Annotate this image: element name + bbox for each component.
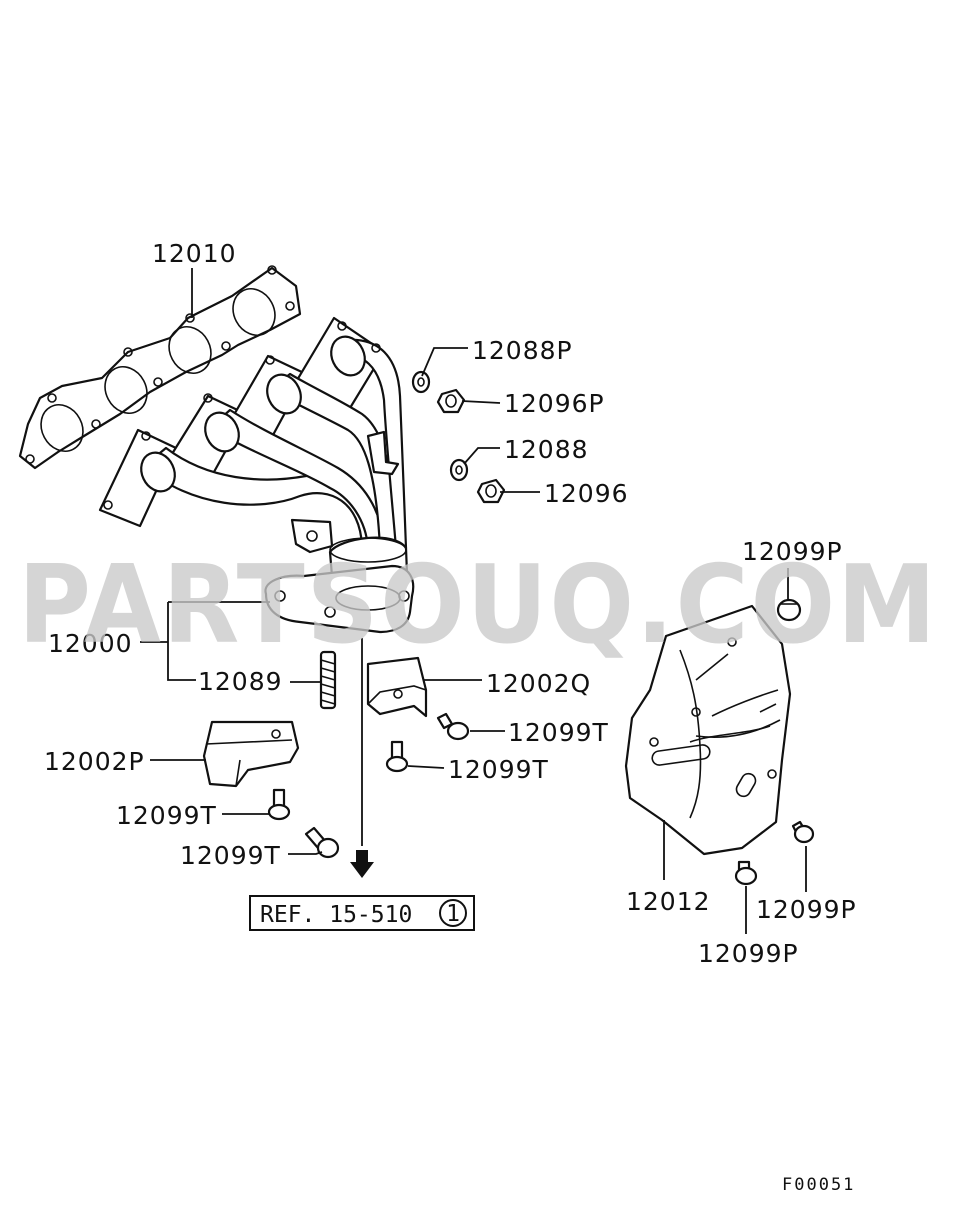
label-12012[interactable]: 12012 [626,887,711,916]
watermark: PARTSOUQ.COM [18,543,938,668]
label-12000[interactable]: 12000 [48,629,133,658]
reference-circle-number: 1 [446,901,460,927]
leader-lines [140,268,807,934]
bolt-12099t-c[interactable] [267,788,291,821]
label-12088p[interactable]: 12088P [472,336,573,365]
label-12010[interactable]: 12010 [152,239,237,268]
reference-text: REF. 15-510 [260,902,412,928]
bolt-12099p-top[interactable] [776,598,802,622]
label-12096[interactable]: 12096 [544,479,629,508]
bolt-12099t-b[interactable] [385,740,409,773]
label-12099t-3[interactable]: 12099T [116,801,217,830]
label-12002p[interactable]: 12002P [44,747,145,776]
stud-bolt[interactable] [319,650,337,710]
label-12099p-bottom[interactable]: 12099P [698,939,799,968]
washer-nut-12096[interactable] [476,478,506,504]
exhaust-manifold-assembly[interactable] [98,316,415,634]
nut-12088[interactable] [449,458,469,482]
label-12002q[interactable]: 12002Q [486,669,591,698]
label-12099p-right[interactable]: 12099P [756,895,857,924]
lower-cover-p[interactable] [202,720,300,788]
label-12099p-top[interactable]: 12099P [742,537,843,566]
nut-12088p[interactable] [411,370,431,394]
bolt-12099p-right[interactable] [791,820,815,844]
bolt-12099p-bottom[interactable] [734,860,758,886]
label-12099t-4[interactable]: 12099T [180,841,281,870]
bolt-12099t-d[interactable] [304,826,340,859]
arrow-down-icon [350,850,374,878]
figure-code: F00051 [782,1175,855,1195]
lower-cover-q[interactable] [366,656,428,718]
reference-box[interactable]: REF. 15-510 1 [249,895,475,931]
label-12096p[interactable]: 12096P [504,389,605,418]
washer-nut-12096p[interactable] [436,388,466,414]
heat-protector[interactable] [624,604,792,856]
label-12088[interactable]: 12088 [504,435,589,464]
label-12099t-1[interactable]: 12099T [508,718,609,747]
label-12099t-2[interactable]: 12099T [448,755,549,784]
label-12089[interactable]: 12089 [198,667,283,696]
callout-labels: 12010 12088P 12096P 12088 12096 12000 12… [44,239,857,968]
exhaust-manifold-gasket[interactable] [18,265,302,470]
bolt-12099t-a[interactable] [436,712,470,741]
